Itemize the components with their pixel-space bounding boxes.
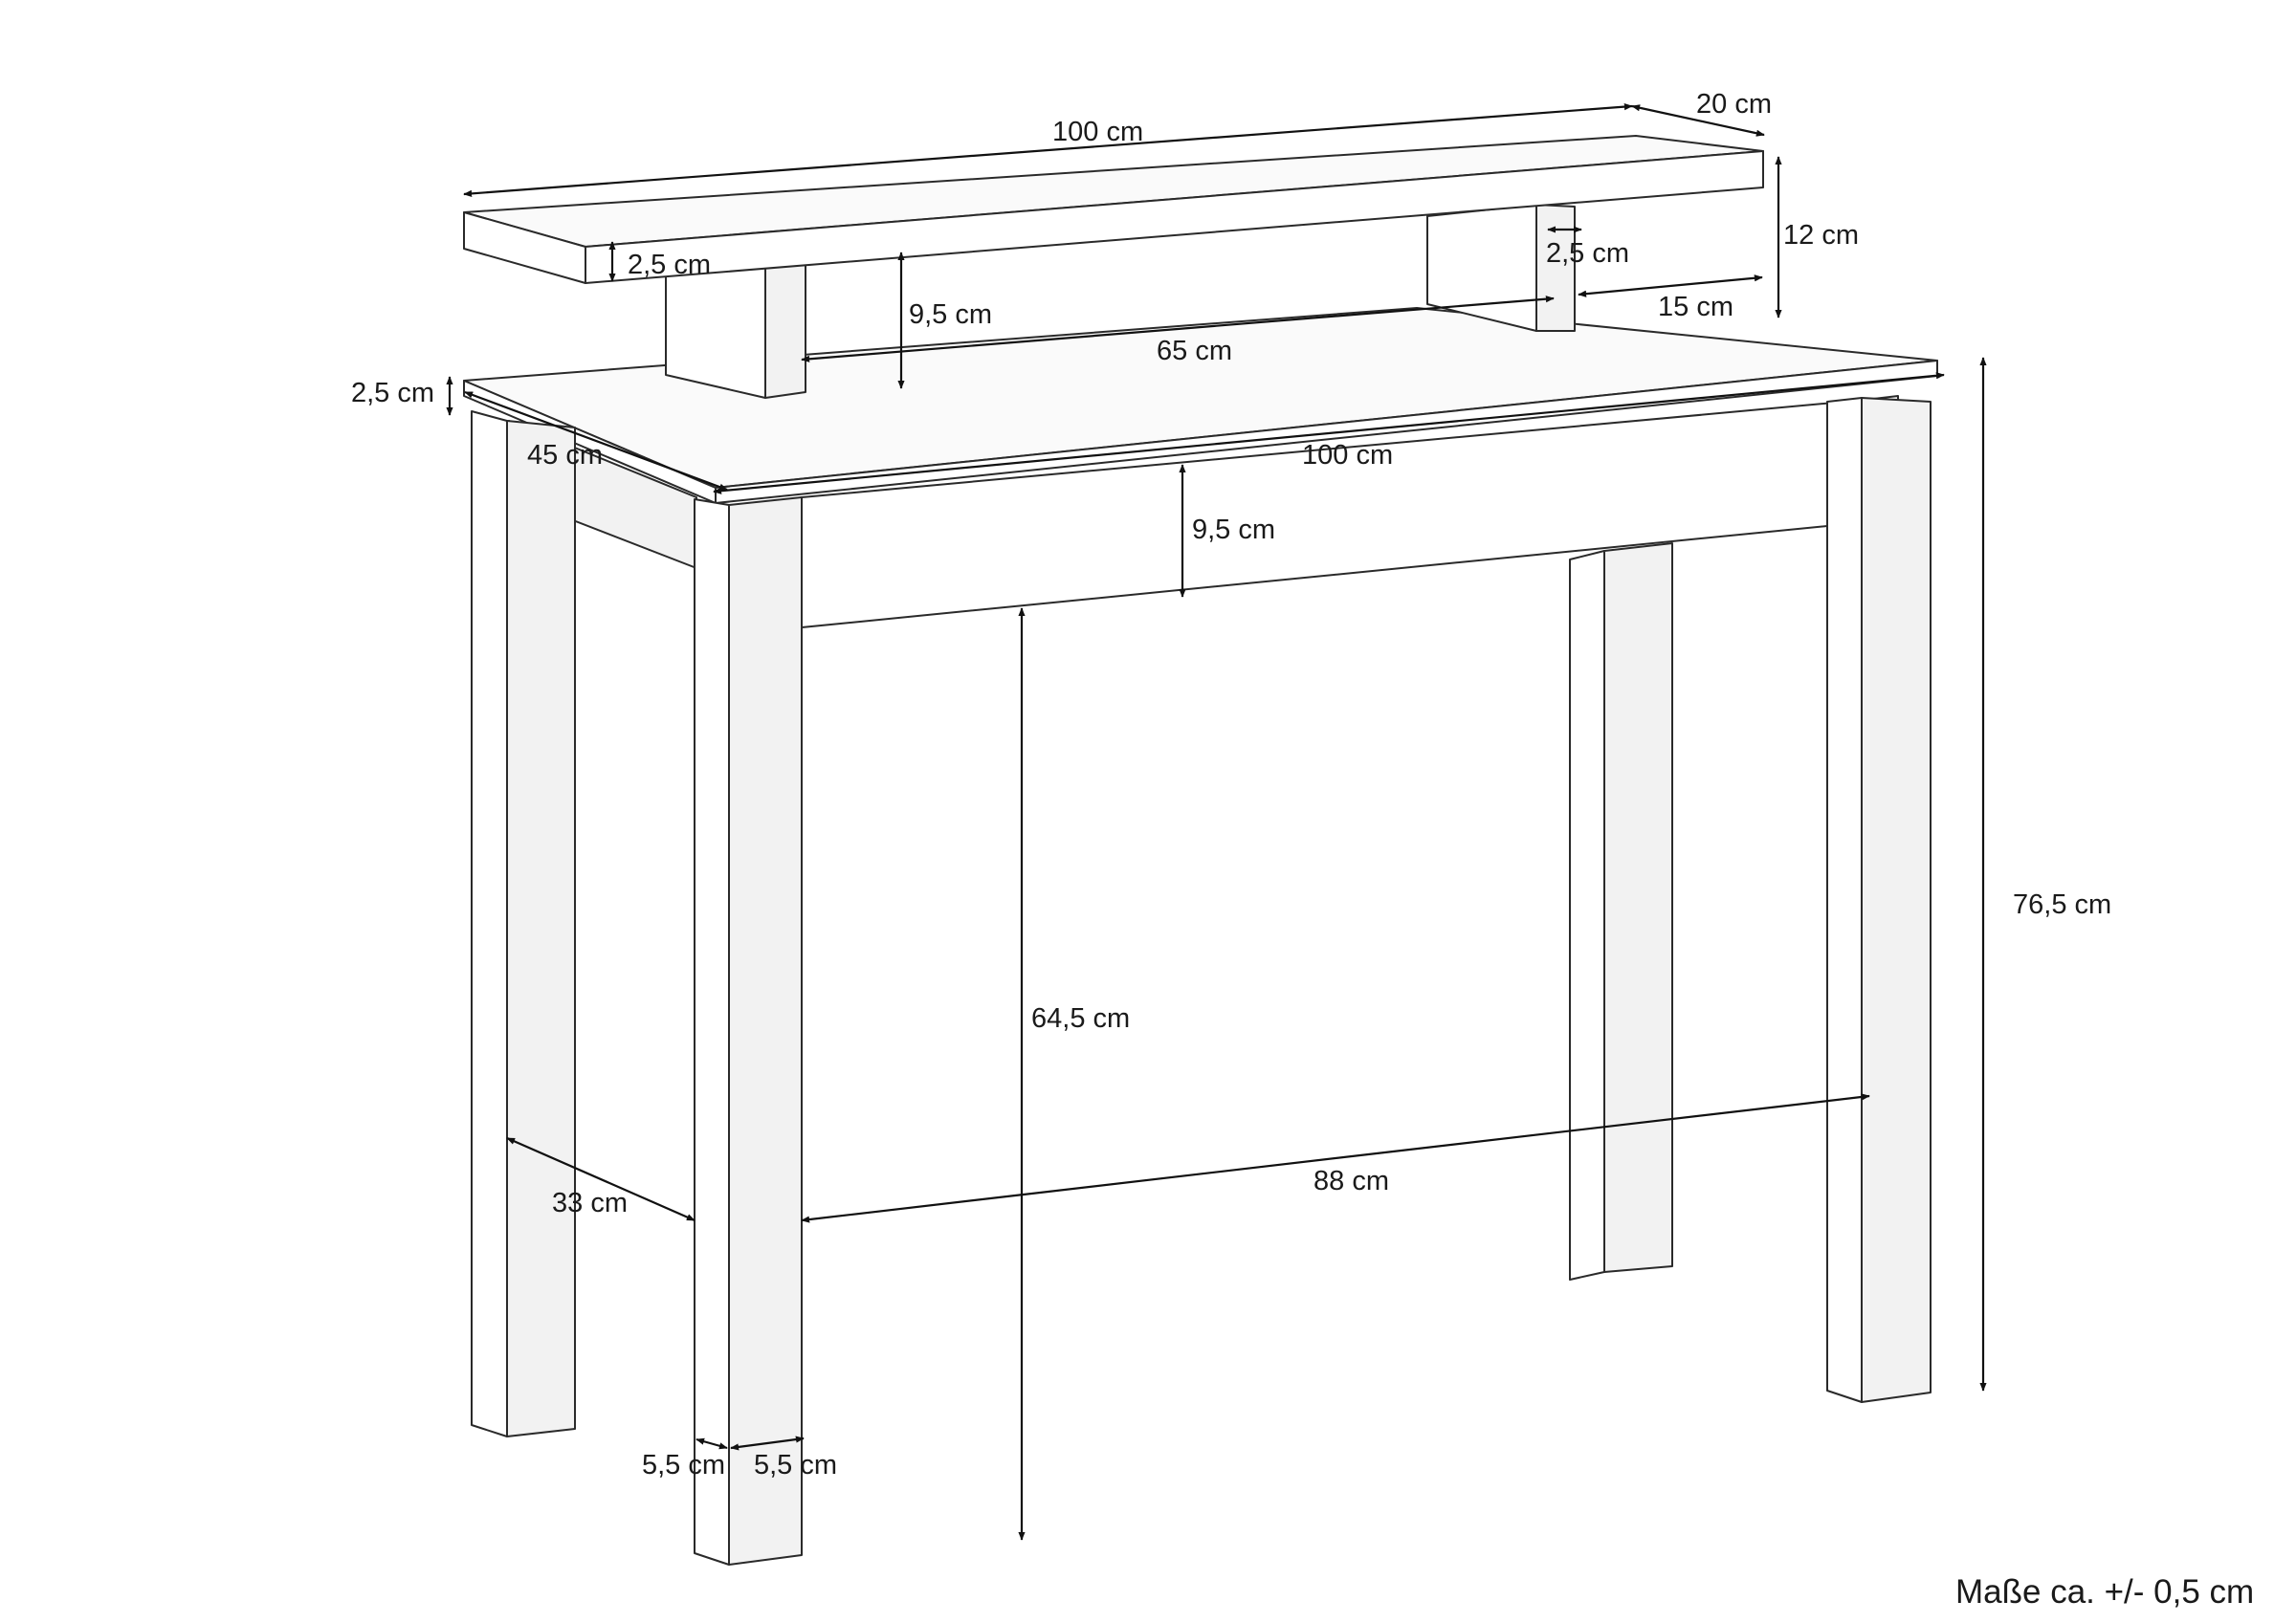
label-leg-depth-spacing: 33 cm xyxy=(552,1188,628,1218)
label-table-width: 100 cm xyxy=(1302,440,1393,471)
label-shelf-total-height: 12 cm xyxy=(1783,220,1859,251)
label-total-height: 76,5 cm xyxy=(2013,889,2111,920)
label-table-top-thickness: 2,5 cm xyxy=(351,378,434,408)
dim-line-shelf-width xyxy=(463,103,1633,197)
dim-line-support-inset xyxy=(1578,274,1763,297)
label-leg-size-a: 5,5 cm xyxy=(642,1450,725,1480)
label-shelf-thickness: 2,5 cm xyxy=(628,250,711,280)
label-support-thickness: 2,5 cm xyxy=(1546,238,1629,269)
tolerance-note: Maße ca. +/- 0,5 cm xyxy=(1955,1573,2254,1611)
dim-line-leg-depth-spacing xyxy=(506,1136,695,1222)
label-leg-width-spacing: 88 cm xyxy=(1314,1166,1389,1196)
label-apron-height: 9,5 cm xyxy=(1192,515,1275,545)
label-shelf-depth: 20 cm xyxy=(1696,89,1772,120)
label-leg-size-b: 5,5 cm xyxy=(754,1450,837,1480)
front-right-leg xyxy=(1826,397,1932,1403)
label-shelf-width: 100 cm xyxy=(1052,117,1143,147)
label-table-depth: 45 cm xyxy=(527,440,603,471)
dim-line-leg-width-spacing xyxy=(801,1093,1870,1223)
dim-line-shelf-depth xyxy=(1631,104,1765,137)
label-support-inset: 15 cm xyxy=(1658,292,1733,322)
table xyxy=(463,307,1938,1566)
dim-line-table-width xyxy=(713,372,1945,494)
label-leg-clearance: 64,5 cm xyxy=(1031,1003,1130,1034)
dim-line-leg-size-b xyxy=(730,1436,805,1451)
back-right-leg xyxy=(1569,542,1673,1281)
dim-line-support-spacing xyxy=(801,296,1555,362)
dimension-lines xyxy=(446,103,1987,1541)
label-support-spacing: 65 cm xyxy=(1157,336,1232,366)
front-corner-leg xyxy=(694,496,803,1566)
label-shelf-clearance: 9,5 cm xyxy=(909,299,992,330)
front-left-leg xyxy=(471,410,576,1437)
dimension-labels: 100 cm 20 cm 12 cm 2,5 cm 2,5 cm 15 cm 9… xyxy=(351,89,2111,1480)
dim-line-leg-size-a xyxy=(695,1437,728,1450)
dim-line-table-depth xyxy=(464,390,728,492)
